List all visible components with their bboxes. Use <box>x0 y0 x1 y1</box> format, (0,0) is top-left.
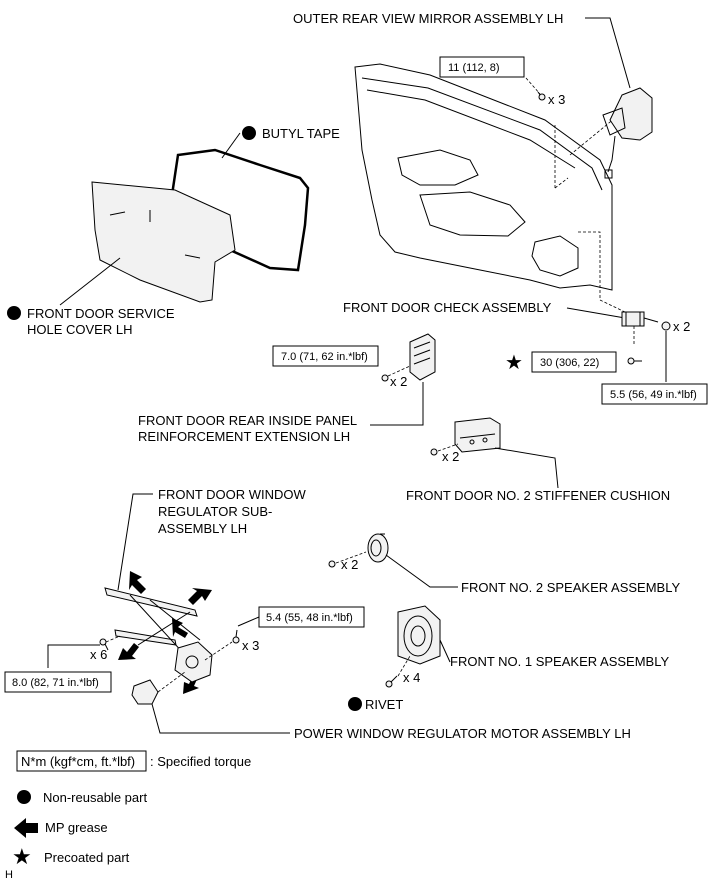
reinf-qty: x 2 <box>390 374 407 389</box>
butyl-leader <box>221 132 241 159</box>
window-regulator-part <box>104 587 201 656</box>
rivet-label: RIVET <box>365 697 403 712</box>
legend-torque-box-text: N*m (kgf*cm, ft.*lbf) <box>21 754 135 769</box>
check-nut <box>661 321 671 331</box>
legend-torque-text: : Specified torque <box>150 754 251 769</box>
check-torque-box <box>531 351 617 373</box>
speaker2-label: FRONT NO. 2 SPEAKER ASSEMBLY <box>461 580 680 595</box>
regulator-bolt <box>99 635 121 651</box>
stiffener-cushion-part <box>430 417 501 456</box>
regulator-label-3: ASSEMBLY LH <box>158 521 247 536</box>
stiffener-leader <box>494 447 559 489</box>
reinforcement-extension-part <box>381 333 436 382</box>
front-no1-speaker-part <box>397 605 441 677</box>
mirror-bolt <box>525 77 546 101</box>
mirror-torque: 11 (112, 8) <box>448 62 500 74</box>
reinf-torque: 7.0 (71, 62 in.*lbf) <box>281 351 368 363</box>
legend-grease-arrow-icon <box>14 818 38 838</box>
legend-grease-text: MP grease <box>45 820 108 835</box>
corner-mark: H <box>5 869 13 881</box>
check-label: FRONT DOOR CHECK ASSEMBLY <box>343 300 552 315</box>
hole-cover-leader <box>59 257 121 306</box>
reinf-label-1: FRONT DOOR REAR INSIDE PANEL <box>138 413 357 428</box>
legend-nonreusable-icon <box>17 790 31 804</box>
mirror-label: OUTER REAR VIEW MIRROR ASSEMBLY LH <box>293 11 563 26</box>
check-bolt <box>627 357 635 365</box>
mirror-torque-box <box>439 56 525 78</box>
speaker2-qty: x 2 <box>341 557 358 572</box>
legend-precoated-text: Precoated part <box>44 850 130 865</box>
speaker1-qty: x 4 <box>403 670 420 685</box>
motor-torque: 5.4 (55, 48 in.*lbf) <box>266 612 353 624</box>
nonreusable-icon <box>7 306 21 320</box>
speaker1-leader <box>439 639 451 663</box>
motor-qty: x 3 <box>242 638 259 653</box>
outer-mirror-part <box>602 87 653 179</box>
butyl-label: BUTYL TAPE <box>262 126 340 141</box>
service-hole-cover-part <box>91 181 236 303</box>
regulator-qty: x 6 <box>90 647 107 662</box>
regulator-leader <box>117 493 153 591</box>
speaker1-label: FRONT NO. 1 SPEAKER ASSEMBLY <box>450 654 669 669</box>
regulator-torque-leader <box>47 644 100 668</box>
front-no2-speaker-part <box>328 533 389 568</box>
check-nut-torque: 5.5 (56, 49 in.*lbf) <box>610 389 697 401</box>
check-nut-torque-box <box>601 383 708 405</box>
reinf-leader <box>370 382 424 426</box>
reinf-label-2: REINFORCEMENT EXTENSION LH <box>138 429 350 444</box>
motor-label: POWER WINDOW REGULATOR MOTOR ASSEMBLY LH <box>294 726 631 741</box>
stiffener-label: FRONT DOOR NO. 2 STIFFENER CUSHION <box>406 488 670 503</box>
regulator-torque-box <box>4 671 112 693</box>
legend-nonreusable-text: Non-reusable part <box>43 790 147 805</box>
motor-leader <box>151 703 290 734</box>
door-check-part <box>621 311 671 365</box>
motor-torque-leader <box>237 616 260 627</box>
precoated-star-icon: ★ <box>505 350 523 374</box>
regulator-torque: 8.0 (82, 71 in.*lbf) <box>12 677 99 689</box>
mirror-qty: x 3 <box>548 92 565 107</box>
hole-cover-label-2: HOLE COVER LH <box>27 322 132 337</box>
rivet-part <box>385 675 398 688</box>
reinf-torque-box <box>272 345 379 367</box>
mirror-leader <box>585 17 631 89</box>
regulator-label-2: REGULATOR SUB- <box>158 504 272 519</box>
speaker2-leader <box>385 554 458 588</box>
stiffener-qty: x 2 <box>442 449 459 464</box>
check-qty: x 2 <box>673 319 690 334</box>
regulator-motor-part <box>131 641 233 705</box>
check-leader <box>566 307 626 319</box>
check-torque: 30 (306, 22) <box>540 357 599 369</box>
legend: N*m (kgf*cm, ft.*lbf) : Specified torque… <box>12 750 251 870</box>
legend-star-icon: ★ <box>12 845 32 870</box>
regulator-label-1: FRONT DOOR WINDOW <box>158 487 307 502</box>
legend-torque-box <box>16 750 147 772</box>
front-door-panel <box>354 63 626 313</box>
nonreusable-icon <box>242 126 256 140</box>
motor-bolt <box>232 629 240 644</box>
hole-cover-label-1: FRONT DOOR SERVICE <box>27 306 175 321</box>
nonreusable-icon <box>348 697 362 711</box>
